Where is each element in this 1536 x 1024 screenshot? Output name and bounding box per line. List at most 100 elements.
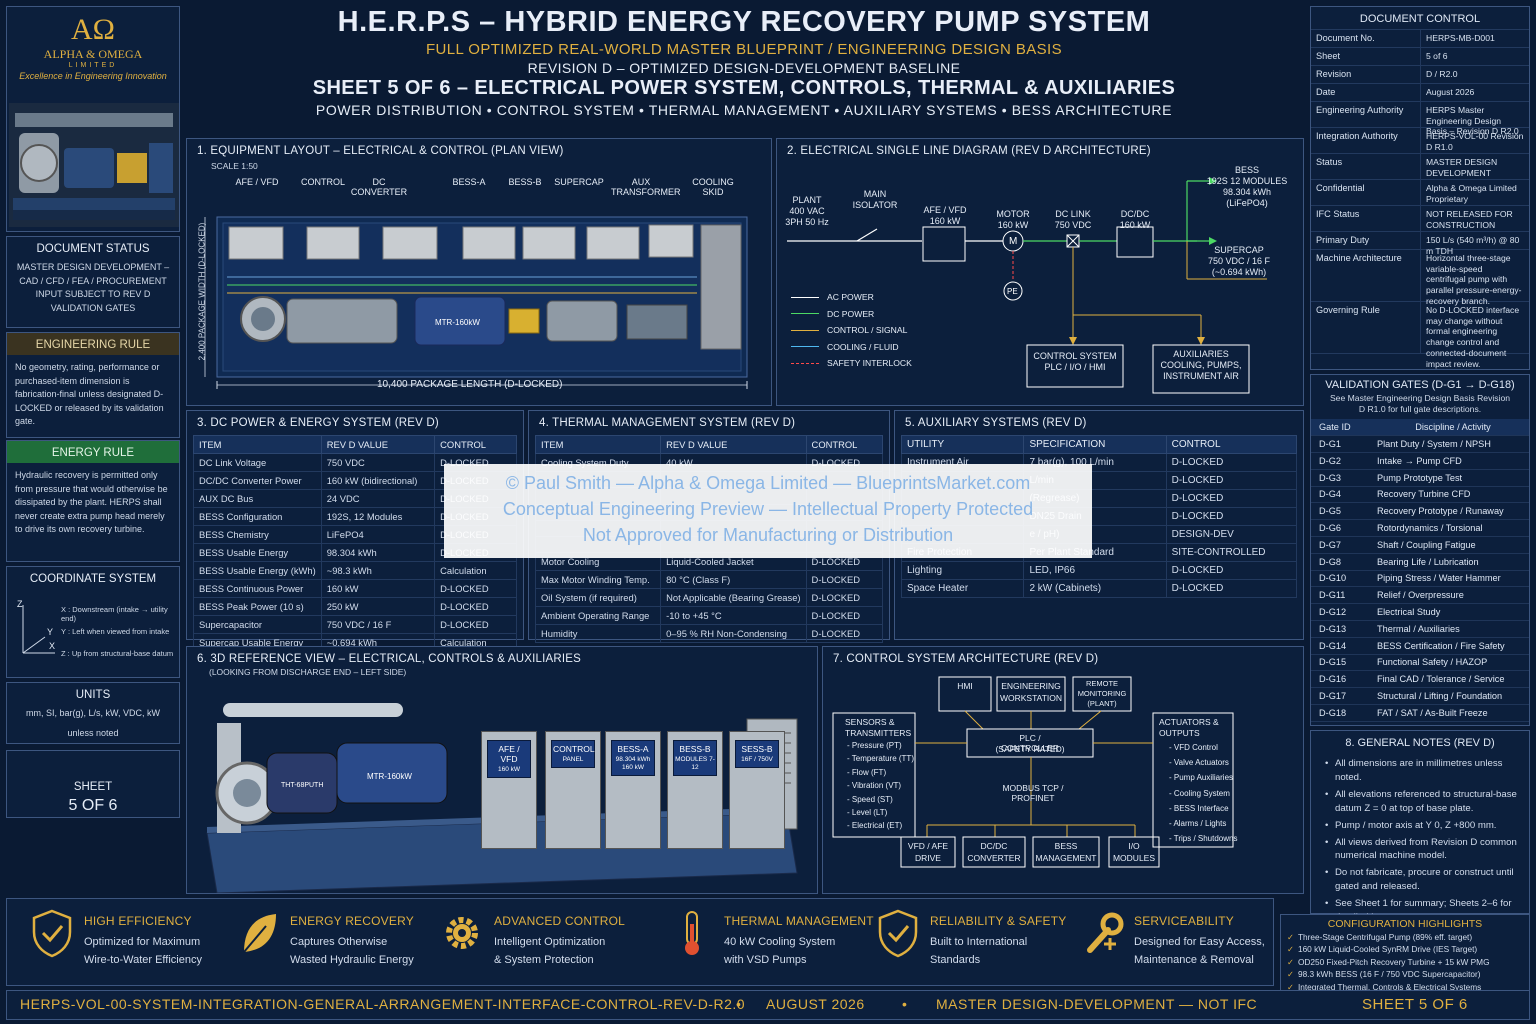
sld-legend-swatch — [791, 296, 819, 298]
table-row: Oil System (if required)Not Applicable (… — [534, 588, 884, 608]
feature-title: ENERGY RECOVERY — [290, 914, 414, 928]
sld-pe-symbol — [1003, 281, 1023, 301]
table-header: ITEM — [193, 435, 322, 454]
highlight-text: Integrated Thermal, Controls & Electrica… — [1297, 981, 1482, 992]
table-cell: 80 °C (Class F) — [660, 570, 807, 590]
feature-line-2: Wasted Hydraulic Energy — [290, 953, 414, 966]
gear-icon — [440, 908, 484, 963]
doc-control-key: Primary Duty — [1311, 232, 1421, 249]
reference-pump-tag: THT-68PUTH — [281, 782, 323, 789]
ctrl-plc-label: (SAFETY RATED) — [995, 744, 1065, 754]
sld-legend-swatch — [791, 346, 819, 348]
sld-legend-item: AC POWER — [791, 289, 912, 306]
highlight-item: ✓Three-Stage Centrifugal Pump (89% eff. … — [1287, 931, 1523, 943]
leaf-icon — [236, 908, 280, 963]
units-body2: unless noted — [67, 727, 119, 738]
sld-dcdc-1: 160 kW — [1119, 220, 1151, 230]
table-cell: LiFePO4 — [320, 525, 436, 544]
gate-id: D-G16 — [1319, 674, 1347, 685]
doc-control-row: Document No.HERPS-MB-D001 — [1311, 30, 1529, 48]
table-cell: Not Applicable (Bearing Grease) — [660, 588, 807, 608]
document-status-box: DOCUMENT STATUS MASTER DESIGN DEVELOPMEN… — [6, 236, 180, 328]
table-cell: D-LOCKED — [434, 597, 517, 616]
reference-view-panel: 6. 3D REFERENCE VIEW – ELECTRICAL, CONTR… — [186, 646, 818, 894]
gate-id: D-G8 — [1319, 556, 1341, 567]
ctrl-sensors-title: SENSORS & — [845, 717, 895, 727]
feature-line-2: Maintenance & Removal — [1134, 953, 1254, 966]
watermark-line-1: © Paul Smith — Alpha & Omega Limited — B… — [505, 473, 1031, 493]
equipment-layout-title: 1. EQUIPMENT LAYOUT – ELECTRICAL & CONTR… — [197, 145, 564, 157]
ctrl-actuator-item: - Valve Actuators — [1169, 758, 1229, 768]
sld-afe-0: AFE / VFD — [923, 205, 967, 215]
axis-triad-icon: Z X Y — [17, 599, 55, 654]
feature-title: HIGH EFFICIENCY — [84, 914, 192, 928]
feature-line-1: Built to International — [930, 936, 1028, 948]
gate-id: D-G12 — [1319, 607, 1347, 617]
ctrl-actuators-title: ACTUATORS & — [1159, 717, 1219, 727]
sld-bess-1: 192S 12 MODULES — [1206, 176, 1288, 186]
table-cell: AUX DC Bus — [193, 489, 322, 508]
table-cell: D-LOCKED — [1165, 453, 1298, 472]
doc-control-key: Engineering Authority — [1311, 102, 1421, 127]
engineering-rule-box: ENGINEERING RULE No geometry, rating, pe… — [6, 332, 180, 438]
doc-control-value: HERPS Master Engineering Design Basis – … — [1426, 105, 1519, 137]
logo-limited: LIMITED — [68, 62, 118, 69]
sld-legend-item: CONTROL / SIGNAL — [791, 322, 912, 339]
gate-discipline: Rotordynamics / Torsional — [1377, 523, 1483, 534]
feature-line-2: Standards — [930, 953, 981, 966]
highlights-list: ✓Three-Stage Centrifugal Pump (89% eff. … — [1281, 930, 1529, 994]
table-cell: D-LOCKED — [805, 570, 884, 590]
table-cell: Max Motor Winding Temp. — [534, 570, 662, 590]
sld-afe-1: 160 kW — [929, 216, 961, 226]
table-cell: Space Heater — [900, 579, 1025, 598]
table-header: ITEM — [534, 435, 662, 454]
doc-control-value: Alpha & Omega Limited Proprietary — [1426, 183, 1517, 204]
ctrl-sensor-item: - Temperature (TT) — [847, 754, 914, 764]
layout-label-5: SUPERCAP — [554, 177, 604, 187]
feature-title: THERMAL MANAGEMENT — [724, 914, 874, 928]
footer-sheet: SHEET 5 OF 6 — [1362, 996, 1468, 1013]
cabinet-name: BESS-A — [617, 744, 649, 754]
highlight-text: 160 kW Liquid-Cooled SynRM Drive (IES Ta… — [1297, 944, 1478, 955]
gate-discipline: Final CAD / Tolerance / Service — [1377, 674, 1505, 685]
sld-legend-label: COOLING / FLUID — [827, 341, 899, 352]
sheet-value: 5 OF 6 — [68, 797, 118, 814]
table-cell: DC Link Voltage — [193, 453, 322, 472]
layout-scale: SCALE 1:50 — [211, 161, 258, 171]
table-cell: D-LOCKED — [434, 615, 517, 634]
table-cell: 98.304 kWh — [320, 543, 436, 562]
feature-line-1: Optimized for Maximum — [84, 936, 201, 948]
dc-power-panel: 3. DC POWER & ENERGY SYSTEM (REV D) ITEM… — [186, 410, 524, 652]
validation-gates-sub: See Master Engineering Design Basis Revi… — [1329, 393, 1511, 415]
highlight-item: ✓Integrated Thermal, Controls & Electric… — [1287, 981, 1523, 993]
ctrl-sensor-item: - Vibration (VT) — [847, 781, 902, 791]
table-cell: Oil System (if required) — [534, 588, 662, 608]
gate-discipline: Plant Duty / System / NPSH — [1377, 439, 1491, 450]
sld-dcdc-box — [1116, 226, 1154, 258]
gate-row: D-G16 Final CAD / Tolerance / Service — [1311, 671, 1529, 689]
check-icon: ✓ — [1287, 956, 1294, 967]
sld-control-1: PLC / I/O / HMI — [1044, 362, 1106, 372]
sld-aux-2: INSTRUMENT AIR — [1163, 371, 1239, 381]
doc-control-value: No D-LOCKED interface may change without… — [1426, 305, 1520, 369]
layout-motor — [414, 296, 506, 346]
reference-view-subtitle: (LOOKING FROM DISCHARGE END – LEFT SIDE) — [209, 667, 407, 677]
table-cell: SITE-CONTROLLED — [1165, 543, 1298, 562]
table-cell: 250 kW — [320, 597, 436, 616]
feature-title: RELIABILITY & SAFETY — [930, 914, 1067, 928]
table-cell: Humidity — [534, 624, 662, 644]
gate-id: D-G15 — [1319, 657, 1347, 668]
